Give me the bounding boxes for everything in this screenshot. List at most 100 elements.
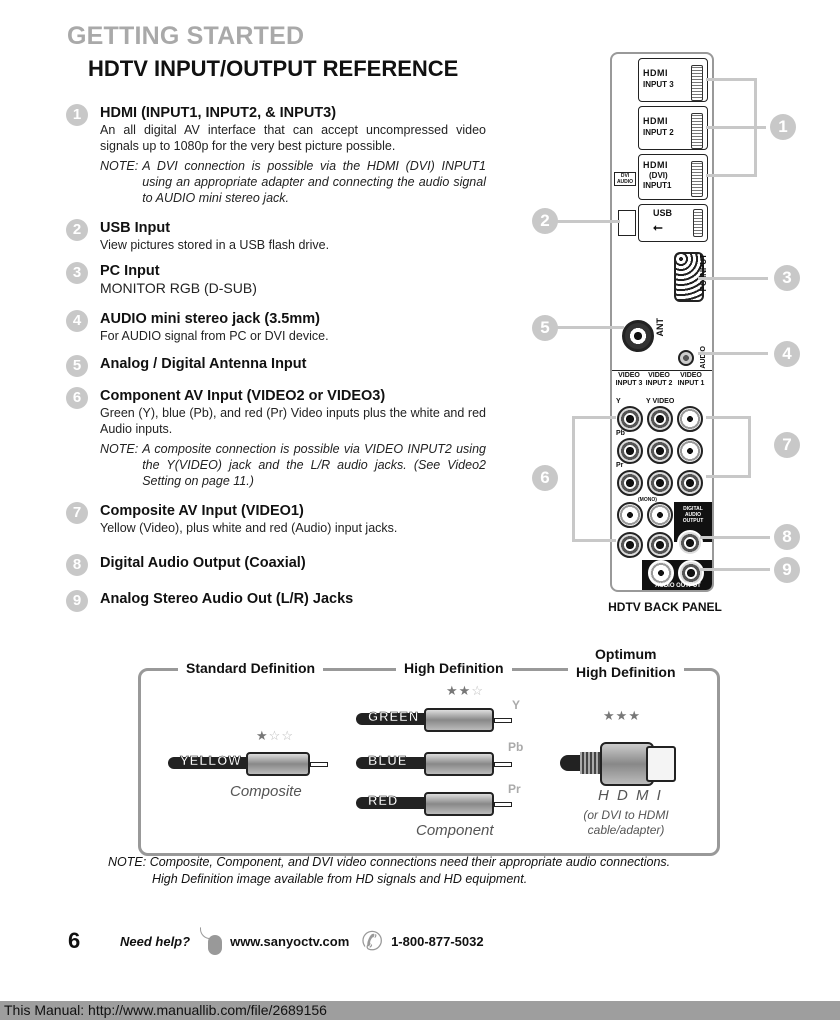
callout-line [572,416,575,540]
hdmi-input-3-port: HDMI INPUT 3 [638,58,708,102]
callout-1: 1 [770,114,796,140]
website-link[interactable]: www.sanyoctv.com [230,933,350,949]
item-title: Analog / Digital Antenna Input [100,356,307,372]
star-filled-icon: ★ [603,708,616,723]
cable-color-label: BLUE [368,753,408,769]
hdmi-sublabel-line2: cable/adapter) [587,823,665,837]
jack-video3-pr [617,470,643,496]
usb-drive-icon [618,210,636,236]
item-component: 6 Component AV Input (VIDEO2 or VIDEO3) … [66,387,486,489]
composite-cable-icon: YELLOW [168,752,338,776]
callout-3: 3 [774,265,800,291]
channel-label-y: Y [512,698,521,712]
callout-line [754,78,757,177]
hdmi-cable-icon [560,740,684,790]
number-badge: 7 [66,502,88,524]
ant-label: ANT [655,318,665,337]
item-title: HDMI (INPUT1, INPUT2, & INPUT3) [100,105,337,121]
footer: 6 Need help? www.sanyoctv.com ✆ 1-800-87… [68,926,496,956]
item-analog-audio: 9 Analog Stereo Audio Out (L/R) Jacks [66,590,486,612]
hdmi-input-2-port: HDMI INPUT 2 [638,106,708,150]
item-title: Analog Stereo Audio Out (L/R) Jacks [100,591,354,607]
item-usb: 2 USB Input View pictures stored in a US… [66,219,486,253]
hdmi-logo: HDMI [643,68,668,78]
item-audio-jack: 4 AUDIO mini stereo jack (3.5mm) For AUD… [66,310,486,344]
callout-line [706,78,756,81]
cable-color-label: GREEN [368,709,420,725]
callout-7: 7 [774,432,800,458]
back-panel-diagram: HDMI INPUT 3 HDMI INPUT 2 HDMI (DVI) INP… [520,48,820,618]
hdmi-slot-icon [691,161,703,197]
digital-audio-output-label: DIGITAL AUDIO OUTPUT [682,506,704,524]
item-note: NOTE: A composite connection is possible… [100,441,486,489]
video-input-1-label: VIDEO INPUT 1 [677,372,705,387]
jack-digital-audio-out [677,530,703,556]
item-description: View pictures stored in a USB flash driv… [100,238,330,252]
jack-video2-pr [647,470,673,496]
optimum-heading: Optimum High Definition [568,645,684,681]
callout-line [706,174,756,177]
source-url-bar[interactable]: This Manual: http://www.manuallib.com/fi… [0,1001,840,1020]
phone-number: 1-800-877-5032 [391,933,484,949]
star-filled-icon: ★ [628,708,641,723]
pc-input-label: PC INPUT [699,254,708,292]
optimum-heading-line1: Optimum [595,646,657,662]
high-definition-heading: High Definition [396,659,512,677]
callout-9: 9 [774,557,800,583]
rating-stars-standard: ★☆☆ [256,728,294,744]
number-badge: 4 [66,310,88,332]
number-badge: 2 [66,219,88,241]
audio-label: AUDIO [700,346,707,369]
jack-video2-l [647,502,673,528]
port-label: INPUT 3 [643,80,674,89]
number-badge: 5 [66,355,88,377]
usb-port: USB ⭠ [638,204,708,242]
bottom-note: NOTE: Composite, Component, and DVI vide… [108,854,670,888]
item-title: Component AV Input (VIDEO2 or VIDEO3) [100,388,386,404]
pb-label: Pb [616,430,625,437]
component-cable-blue-icon: BLUE [356,752,526,776]
jack-video1-l [677,438,703,464]
item-description: An all digital AV interface that can acc… [100,123,486,153]
note-text: A DVI connection is possible via the HDM… [142,159,486,205]
callout-line [706,416,750,419]
callout-line [706,126,766,129]
callout-8: 8 [774,524,800,550]
callout-line [698,277,768,280]
channel-label-pb: Pb [508,740,524,754]
note-line-2: High Definition image available from HD … [152,872,528,886]
note-line-1: Composite, Component, and DVI video conn… [149,855,671,869]
cable-color-label: YELLOW [180,753,242,769]
cable-color-label: RED [368,793,399,809]
item-title: Composite AV Input (VIDEO1) [100,503,304,519]
callout-line [556,220,620,223]
jack-video3-y [617,406,643,432]
star-empty-icon: ☆ [268,728,282,743]
item-description: Green (Y), blue (Pb), and red (Pr) Video… [100,406,486,436]
item-digital-audio: 8 Digital Audio Output (Coaxial) [66,554,486,576]
callout-5: 5 [532,315,558,341]
hdmi-logo: HDMI [643,160,668,170]
note-label: NOTE: [100,159,139,173]
star-filled-icon: ★ [458,683,472,698]
callout-6: 6 [532,465,558,491]
item-title: AUDIO mini stereo jack (3.5mm) [100,311,320,327]
hdmi-label: H D M I [598,787,663,804]
item-description: Yellow (Video), plus white and red (Audi… [100,521,398,535]
antenna-jack-icon [622,320,654,352]
star-filled-icon: ★ [446,683,459,698]
callout-line [700,536,770,539]
dvi-audio-label: DVI AUDIO [614,172,636,186]
callout-line [556,326,624,329]
hdmi-sublabel-line1: (or DVI to HDMI [583,808,669,822]
audio-mini-jack-icon [678,350,694,366]
item-hdmi: 1 HDMI (INPUT1, INPUT2, & INPUT3) An all… [66,104,486,206]
rating-stars-high: ★★☆ [446,683,484,699]
hdmi-input-1-port: HDMI (DVI) INPUT1 [638,154,708,200]
section-title: GETTING STARTED [67,22,305,50]
item-title: PC Input [100,263,160,279]
back-panel: HDMI INPUT 3 HDMI INPUT 2 HDMI (DVI) INP… [610,52,714,592]
composite-label: Composite [230,783,302,800]
hdmi-slot-icon [691,113,703,149]
hdmi-sublabel: (or DVI to HDMI cable/adapter) [566,808,686,838]
